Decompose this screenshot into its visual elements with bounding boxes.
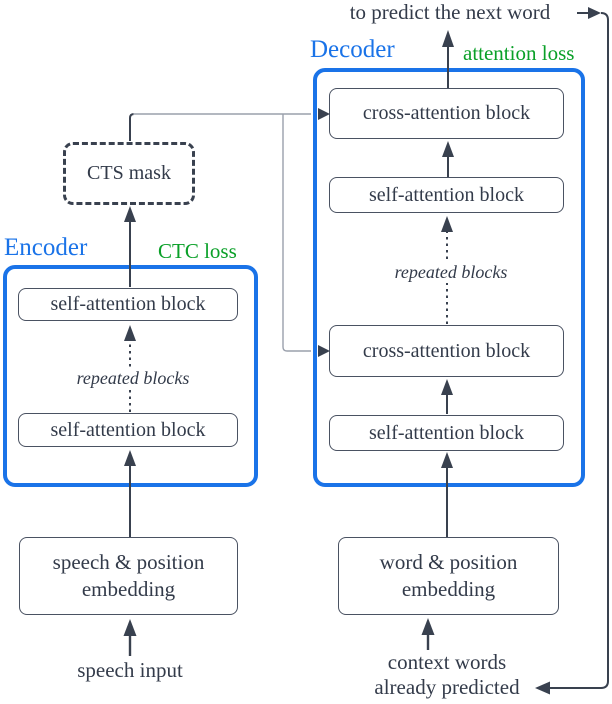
encoder-repeated-blocks-note: repeated blocks: [70, 368, 196, 389]
word-embedding-line2: embedding: [401, 577, 496, 601]
context-words-line2: already predicted: [374, 675, 520, 699]
decoder-cross-attention-block-1-label: cross-attention block: [362, 102, 531, 124]
decoder-cross-attention-block-1: cross-attention block: [329, 88, 564, 139]
context-words-label: context words already predicted: [347, 650, 547, 700]
ctc-loss-label: CTC loss: [158, 239, 237, 263]
decoder-self-attention-block-2: self-attention block: [329, 415, 564, 451]
speech-embedding-box: speech & position embedding: [19, 537, 238, 615]
speech-embedding-line2: embedding: [81, 577, 176, 601]
cts-mask-label: CTS mask: [87, 162, 171, 184]
word-embedding-box: word & position embedding: [338, 537, 559, 615]
decoder-repeated-blocks-note: repeated blocks: [385, 262, 517, 283]
arrow-speech-input-to-embedding: [123, 619, 137, 656]
decoder-self-attention-block-1-label: self-attention block: [369, 183, 524, 206]
decoder-self-attention-block-1: self-attention block: [329, 177, 564, 213]
encoder-self-attention-block-2-label: self-attention block: [50, 418, 206, 441]
decoder-cross-attention-block-2-label: cross-attention block: [362, 339, 531, 362]
context-words-line1: context words: [387, 650, 507, 674]
speech-embedding-line1: speech & position: [52, 550, 205, 574]
decoder-label: Decoder: [310, 36, 395, 63]
encoder-self-attention-block-1: self-attention block: [18, 288, 238, 321]
decoder-cross-attention-block-2: cross-attention block: [329, 325, 564, 377]
encoder-label: Encoder: [4, 234, 88, 261]
attention-loss-label: attention loss: [463, 41, 575, 65]
speech-input-label: speech input: [77, 658, 183, 682]
arrow-context-words-to-embedding: [421, 618, 435, 650]
encoder-self-attention-block-2: self-attention block: [18, 413, 238, 447]
cts-mask-box: CTS mask: [63, 142, 195, 205]
encoder-self-attention-block-1-label: self-attention block: [50, 293, 206, 315]
decoder-self-attention-block-2-label: self-attention block: [369, 421, 524, 444]
output-caption: to predict the next word: [349, 0, 551, 24]
word-embedding-line1: word & position: [379, 550, 518, 574]
